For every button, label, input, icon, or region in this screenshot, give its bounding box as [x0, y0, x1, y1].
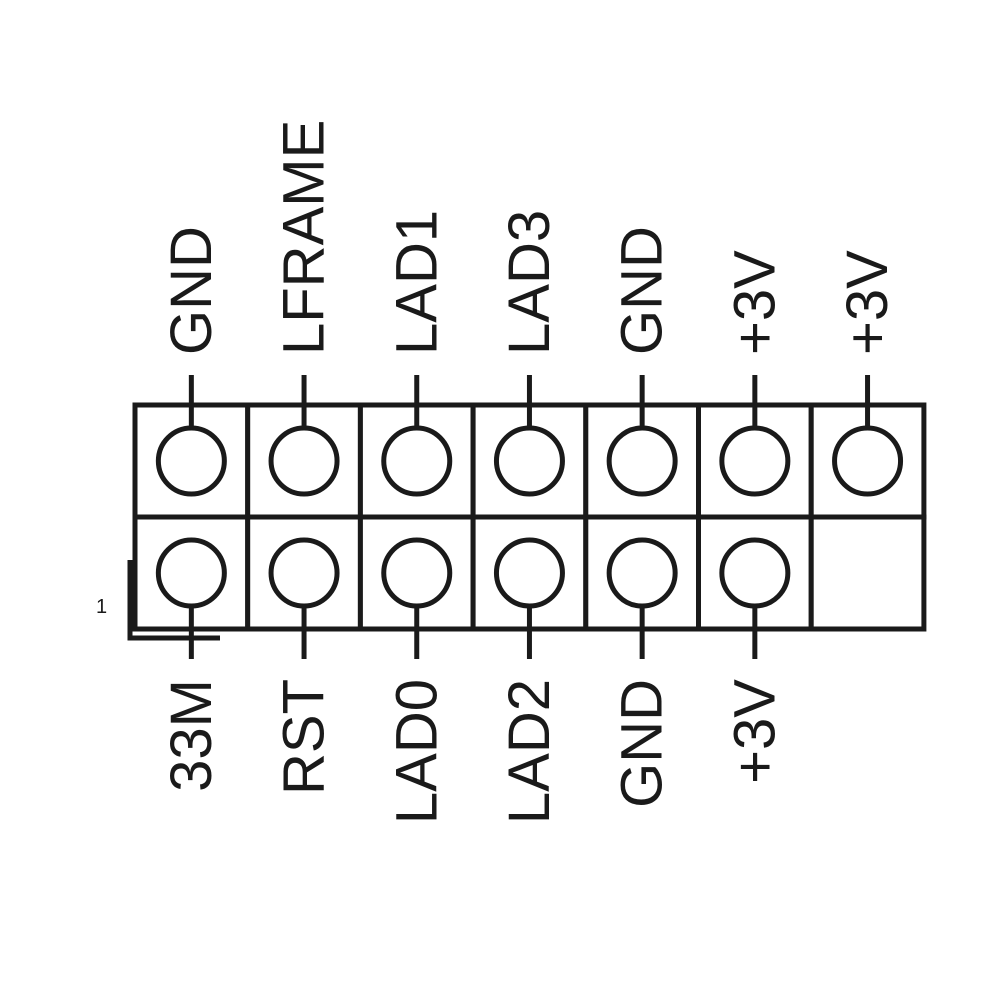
top-pin-label-6: +3V	[722, 250, 787, 355]
bottom-pin-2	[268, 537, 340, 609]
top-pin-4	[493, 425, 565, 497]
top-pin-6	[719, 425, 791, 497]
bottom-pin-label-5: GND	[610, 679, 675, 808]
top-pin-label-4: LAD3	[497, 210, 562, 355]
top-pin-2	[268, 425, 340, 497]
top-pin-label-5: GND	[610, 226, 675, 355]
bottom-pin-6	[719, 537, 791, 609]
top-pin-7	[832, 425, 904, 497]
bottom-pin-label-3: LAD0	[384, 679, 449, 824]
top-pin-label-2: LFRAME	[272, 120, 337, 355]
bottom-pin-label-2: RST	[272, 679, 337, 795]
bottom-pin-label-6: +3V	[722, 679, 787, 784]
bottom-pin-label-1: 33M	[159, 679, 224, 792]
bottom-pin-1	[155, 537, 227, 609]
bottom-pin-5	[606, 537, 678, 609]
pin1-marker-label: 1	[96, 596, 107, 618]
top-pin-label-3: LAD1	[384, 210, 449, 355]
bottom-cell-7	[808, 514, 927, 632]
top-pin-3	[381, 425, 453, 497]
top-pin-label-7: +3V	[835, 250, 900, 355]
bottom-pin-label-4: LAD2	[497, 679, 562, 824]
top-pin-label-1: GND	[159, 226, 224, 355]
top-pin-5	[606, 425, 678, 497]
pin1-corner-marker	[127, 560, 220, 641]
bottom-pin-4	[493, 537, 565, 609]
bottom-pin-3	[381, 537, 453, 609]
top-pin-1	[155, 425, 227, 497]
